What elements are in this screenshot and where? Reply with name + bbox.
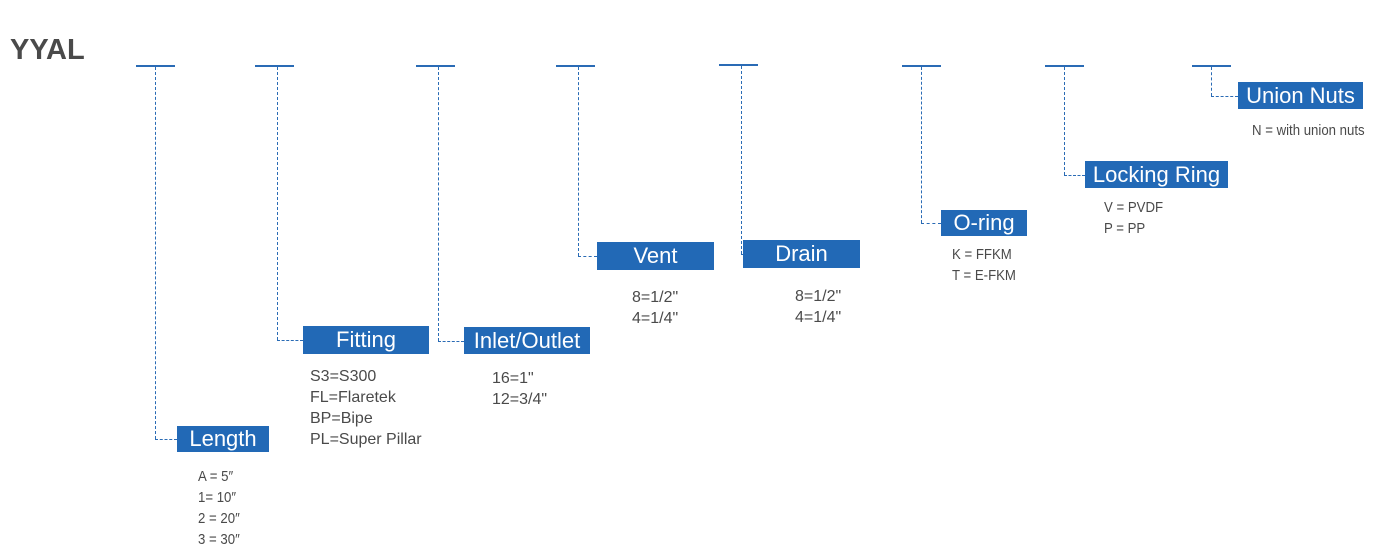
union-nuts-label: Union Nuts [1238,82,1363,109]
o-ring-label: O-ring [941,210,1027,236]
inlet-outlet-code-slot[interactable] [416,65,455,67]
option-item: 8=1/2" [795,288,842,305]
fitting-connector-horizontal [277,340,303,341]
union-nuts-code-slot[interactable] [1192,65,1231,67]
o-ring-connector-vertical [921,67,922,223]
locking-ring-code-slot[interactable] [1045,65,1084,67]
drain-code-slot[interactable] [719,64,758,66]
drain-label: Drain [743,240,860,268]
option-item: 4=1/4" [632,310,679,327]
length-connector-horizontal [155,439,177,440]
vent-options: 8=1/2" 4=1/4" [632,287,678,329]
fitting-label: Fitting [303,326,429,354]
vent-code-slot[interactable] [556,65,595,67]
length-label: Length [177,426,269,452]
option-item: FL=Flaretek [310,389,396,406]
option-item: 3 = 30″ [198,531,240,548]
option-item: 8=1/2" [632,289,679,306]
o-ring-code-slot[interactable] [902,65,941,67]
vent-label: Vent [597,242,714,270]
vent-connector-vertical [578,67,579,256]
o-ring-options: K = FFKM T = E-FKM [952,244,1016,286]
union-nuts-connector-vertical [1211,67,1212,96]
locking-ring-options: V = PVDF P = PP [1104,197,1163,239]
option-item: T = E-FKM [952,267,1016,284]
locking-ring-label: Locking Ring [1085,161,1228,188]
drain-connector-vertical [741,66,742,254]
option-item: K = FFKM [952,246,1012,263]
inlet-outlet-connector-vertical [438,67,439,341]
fitting-connector-vertical [277,67,278,340]
length-code-slot[interactable] [136,65,175,67]
option-item: S3=S300 [310,368,377,385]
locking-ring-connector-horizontal [1064,174,1085,176]
inlet-outlet-options: 16=1" 12=3/4" [492,368,547,410]
inlet-outlet-label: Inlet/Outlet [464,327,590,354]
option-item: PL=Super Pillar [310,431,422,448]
length-connector-vertical [155,67,156,439]
option-item: 16=1" [492,370,534,387]
model-code-title: YYAL [10,34,85,66]
union-nuts-options: N = with union nuts [1252,120,1365,141]
option-item: A = 5″ [198,468,234,485]
option-item: 1= 10″ [198,489,237,506]
locking-ring-connector-vertical [1064,67,1065,175]
option-item: 12=3/4" [492,391,548,408]
o-ring-connector-horizontal [921,223,941,224]
inlet-outlet-connector-horizontal [438,340,464,342]
option-item: V = PVDF [1104,199,1164,216]
option-item: P = PP [1104,220,1146,237]
fitting-code-slot[interactable] [255,65,294,67]
drain-connector-horizontal [741,254,743,255]
drain-options: 8=1/2" 4=1/4" [795,286,841,328]
vent-connector-horizontal [578,256,597,257]
option-item: N = with union nuts [1252,122,1365,139]
union-nuts-connector-horizontal [1211,95,1238,97]
option-item: 2 = 20″ [198,510,240,527]
option-item: BP=Bipe [310,410,373,427]
option-item: 4=1/4" [795,309,842,326]
length-options: A = 5″ 1= 10″ 2 = 20″ 3 = 30″ [198,466,240,550]
